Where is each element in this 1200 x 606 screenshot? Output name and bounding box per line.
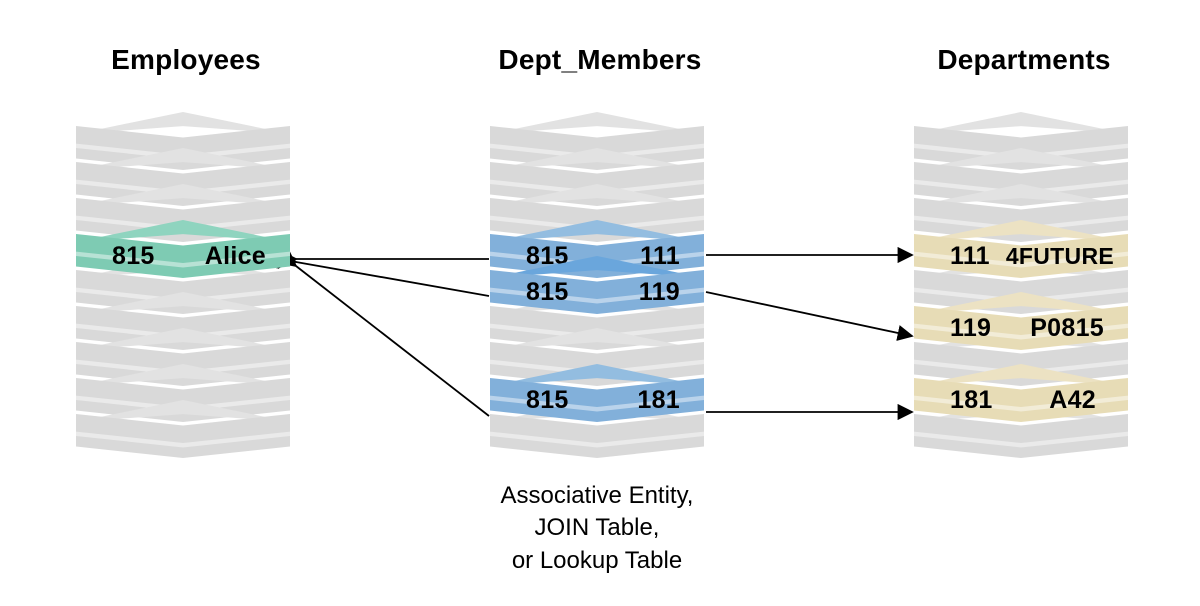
caption-line-3: or Lookup Table [511, 546, 683, 574]
column-title-dept-members: Dept_Members [498, 44, 702, 75]
table-stack-dept-members: 815 111 815 119 815 181 [490, 112, 704, 474]
table-stack-departments: 111 4FUTURE 119 P0815 181 A42 [914, 112, 1128, 474]
caption-line-1: Associative Entity, [500, 482, 694, 509]
column-title-departments: Departments [937, 44, 1111, 75]
table-stack-employees: 815 Alice [76, 112, 290, 474]
fk-arrow-member-181-to-alice [275, 247, 490, 417]
column-title-employees: Employees [111, 44, 261, 75]
fk-arrow-member-119-to-dept-119 [705, 291, 914, 341]
fk-arrow-member-119-to-alice [276, 249, 490, 297]
fk-arrows-to-departments [705, 246, 914, 421]
caption-line-2: JOIN Table, [534, 514, 660, 542]
dept-members-caption: Associative Entity, JOIN Table, or Looku… [447, 480, 747, 577]
fk-arrows-to-employees [275, 247, 490, 417]
